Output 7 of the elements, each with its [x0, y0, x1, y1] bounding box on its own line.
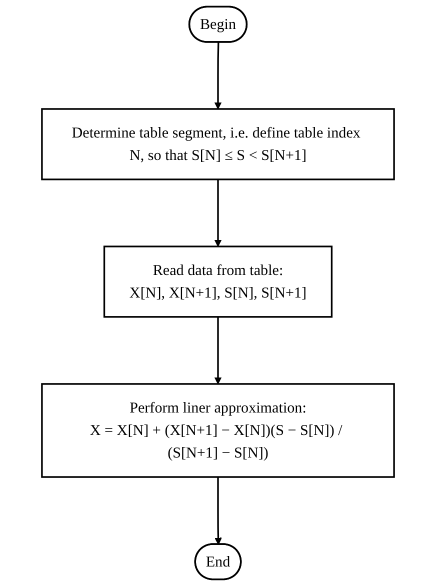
node-box: Read data from table: X[N], X[N+1], S[N], S[N+1] [103, 246, 333, 318]
node-box: Perform liner approximation: X = X[N] + (X[N+1] − X[N])(S − S[N]) / (S[N+1] − S[N]) [41, 383, 395, 478]
arrow [214, 477, 222, 545]
arrow [214, 179, 222, 247]
arrow [214, 316, 222, 384]
node-box: Determine table segment, i.e. define table index N, so that S[N] ≤ S < S[N+1] [41, 108, 395, 180]
arrow [214, 42, 222, 110]
